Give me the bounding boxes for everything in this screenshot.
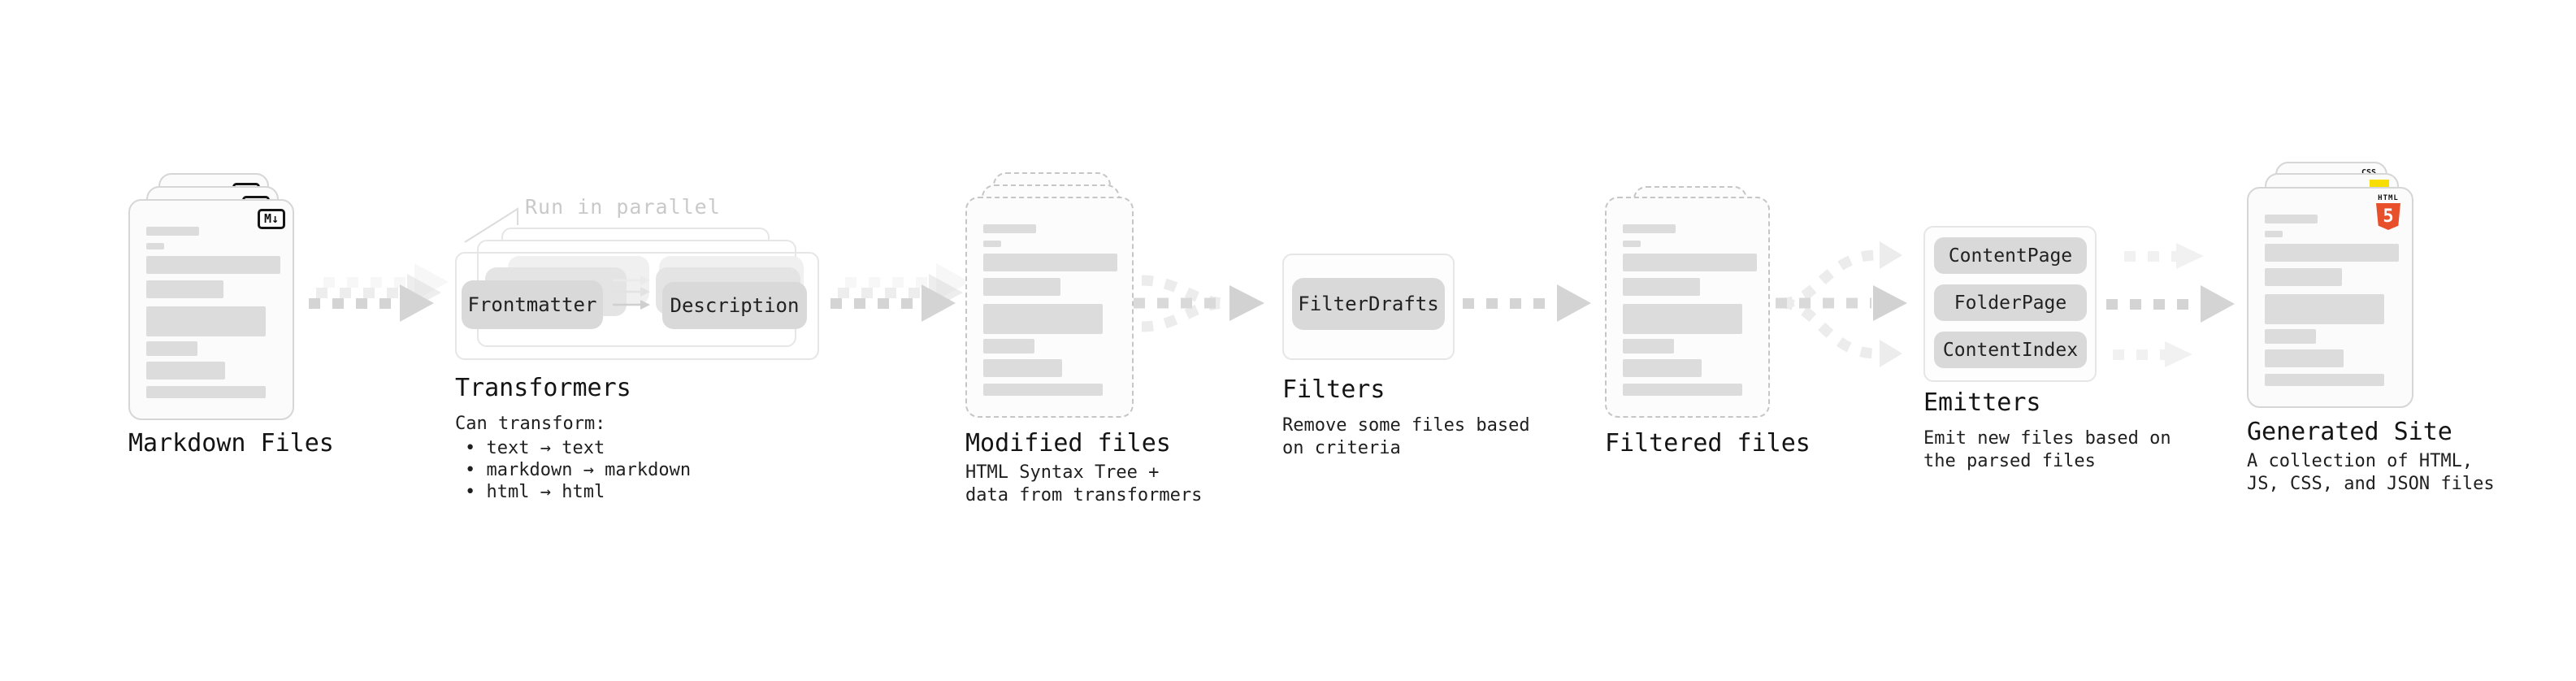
callout-line <box>464 207 518 243</box>
text-line-placeholder <box>983 241 1001 247</box>
transformer-pill-frontmatter: Frontmatter <box>462 280 603 329</box>
stage-label: Emitters <box>1923 388 2041 417</box>
arrowhead-icon <box>1873 285 1907 321</box>
run-in-parallel-annotation: Run in parallel <box>525 195 721 219</box>
bullet-item: • html → html <box>465 482 605 502</box>
text-line-placeholder <box>1623 304 1742 334</box>
text-line-placeholder <box>146 306 266 336</box>
stage-label: Markdown Files <box>128 429 334 458</box>
arrowhead-icon <box>2165 341 2192 367</box>
parallel-arrows-icon <box>613 275 650 310</box>
arrowhead-icon <box>2176 243 2204 269</box>
stage-description: on criteria <box>1282 438 1401 458</box>
text-line-placeholder <box>146 256 280 274</box>
text-line-placeholder <box>2265 244 2399 262</box>
flow-arrow-layered <box>309 263 449 322</box>
text-line-placeholder <box>2265 374 2384 386</box>
split-arrow <box>1776 241 1907 367</box>
flow-arrow <box>1463 284 1591 322</box>
text-line-placeholder <box>1623 241 1641 247</box>
text-line-placeholder <box>983 359 1062 377</box>
flow-arrow <box>1463 284 1593 322</box>
stage-description: data from transformers <box>965 485 1203 505</box>
text-line-placeholder <box>983 339 1034 354</box>
text-line-placeholder <box>983 384 1103 396</box>
text-line-placeholder <box>1623 339 1674 354</box>
stage-label: Modified files <box>965 429 1171 458</box>
text-line-placeholder <box>146 243 164 249</box>
stage-description: Emit new files based on <box>1923 428 2171 449</box>
text-line-placeholder <box>1623 224 1676 233</box>
text-line-placeholder <box>983 254 1117 271</box>
stage-description: A collection of HTML, <box>2247 451 2474 471</box>
stage-description: Remove some files based <box>1282 415 1530 436</box>
text-line-placeholder <box>1623 359 1702 377</box>
html5-icon-label: HTML <box>2378 194 2399 202</box>
arrowhead-icon <box>1229 285 1264 321</box>
text-line-placeholder <box>983 224 1036 233</box>
text-line-placeholder <box>146 362 225 380</box>
stage-description: Can transform: <box>455 414 606 434</box>
markdown-icon: M↓ <box>257 209 285 229</box>
transformer-pill-description: Description <box>662 282 807 329</box>
arrowhead-icon <box>400 284 434 322</box>
flow-arrow-faded <box>2113 336 2192 373</box>
flow-arrow <box>2106 285 2235 323</box>
text-line-placeholder <box>146 280 223 298</box>
text-line-placeholder <box>2265 215 2318 223</box>
emitter-pill-folderpage: FolderPage <box>1934 284 2087 321</box>
text-line-placeholder <box>1623 278 1700 296</box>
text-line-placeholder <box>983 278 1060 296</box>
bullet-item: • text → text <box>465 438 605 458</box>
text-line-placeholder <box>1623 254 1757 271</box>
flow-arrow <box>830 284 956 322</box>
stage-description: HTML Syntax Tree + <box>965 462 1160 483</box>
stage-description: JS, CSS, and JSON files <box>2247 474 2495 494</box>
flow-arrow-ghost <box>845 263 970 301</box>
flow-arrow <box>309 284 434 322</box>
stage-label: Generated Site <box>2247 418 2452 446</box>
file-card-front <box>1605 197 1770 418</box>
stage-description: the parsed files <box>1923 451 2096 471</box>
text-line-placeholder <box>146 227 199 236</box>
emitter-pill-contentpage: ContentPage <box>1934 237 2087 274</box>
text-line-placeholder <box>2265 294 2384 324</box>
arrowhead-icon <box>1557 284 1591 322</box>
text-line-placeholder <box>2265 329 2316 344</box>
stage-label: Transformers <box>455 374 631 402</box>
transformer-frame-front <box>455 252 819 360</box>
merge-arrow <box>1134 275 1264 332</box>
filter-pill-filterdrafts: FilterDrafts <box>1292 278 1445 330</box>
text-line-placeholder <box>983 304 1103 334</box>
arrowhead-icon <box>922 284 956 322</box>
emitter-pill-contentindex: ContentIndex <box>1934 332 2087 368</box>
arrowhead-icon <box>1880 340 1902 367</box>
arrowhead-icon <box>2201 285 2235 323</box>
stage-label: Filters <box>1282 375 1386 404</box>
flow-arrow-layered <box>830 263 970 322</box>
arrowhead-icon <box>1880 241 1902 269</box>
stage-label: Filtered files <box>1605 429 1811 458</box>
bullet-item: • markdown → markdown <box>465 460 692 480</box>
text-line-placeholder <box>2265 349 2344 367</box>
file-card-front <box>965 197 1134 418</box>
text-line-placeholder <box>2265 231 2283 237</box>
html5-icon: HTML 5 <box>2374 194 2402 230</box>
text-line-placeholder <box>2265 268 2342 286</box>
text-line-placeholder <box>1623 384 1742 396</box>
text-line-placeholder <box>146 341 197 356</box>
flow-arrow-faded <box>2124 237 2204 275</box>
file-card-front: M↓ <box>128 199 294 420</box>
file-card-front: HTML 5 <box>2247 187 2413 408</box>
text-line-placeholder <box>146 386 266 398</box>
html5-shield-icon: 5 <box>2376 203 2400 230</box>
